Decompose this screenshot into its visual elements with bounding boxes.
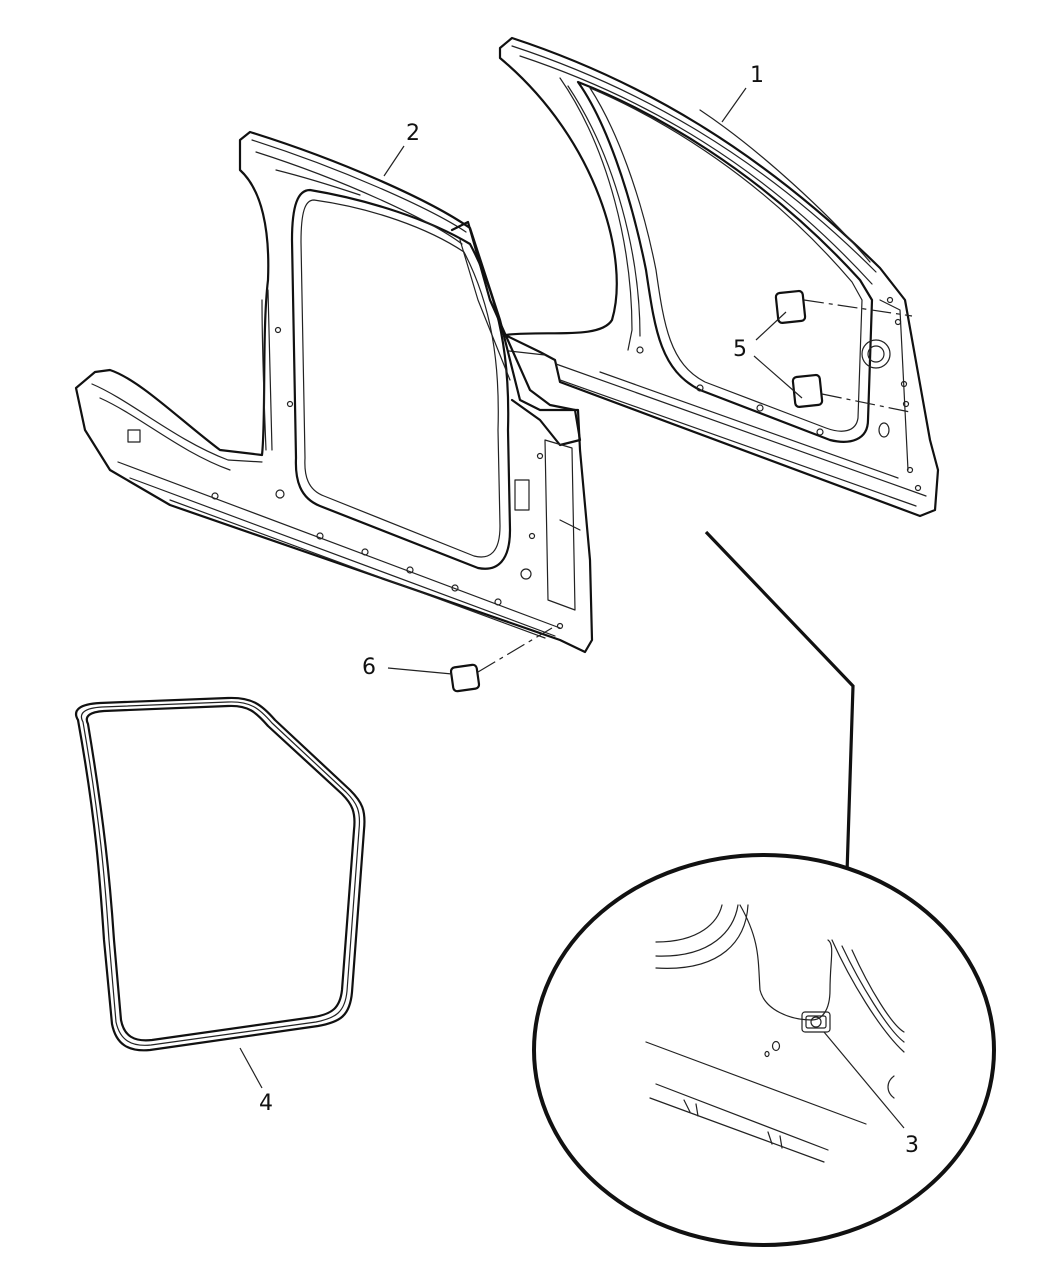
body-side-aperture-panel-2 <box>74 130 594 693</box>
callout-5: 5 <box>733 337 747 362</box>
leader-lines <box>239 87 913 1129</box>
callout-2: 2 <box>406 121 420 146</box>
detail-view <box>532 530 996 1247</box>
callout-3: 3 <box>905 1133 919 1158</box>
callout-6: 6 <box>362 655 376 680</box>
door-weatherstrip-4 <box>74 696 366 1052</box>
callout-4: 4 <box>259 1091 273 1116</box>
callout-1: 1 <box>750 63 764 88</box>
body-side-aperture-panel-1 <box>454 36 940 518</box>
